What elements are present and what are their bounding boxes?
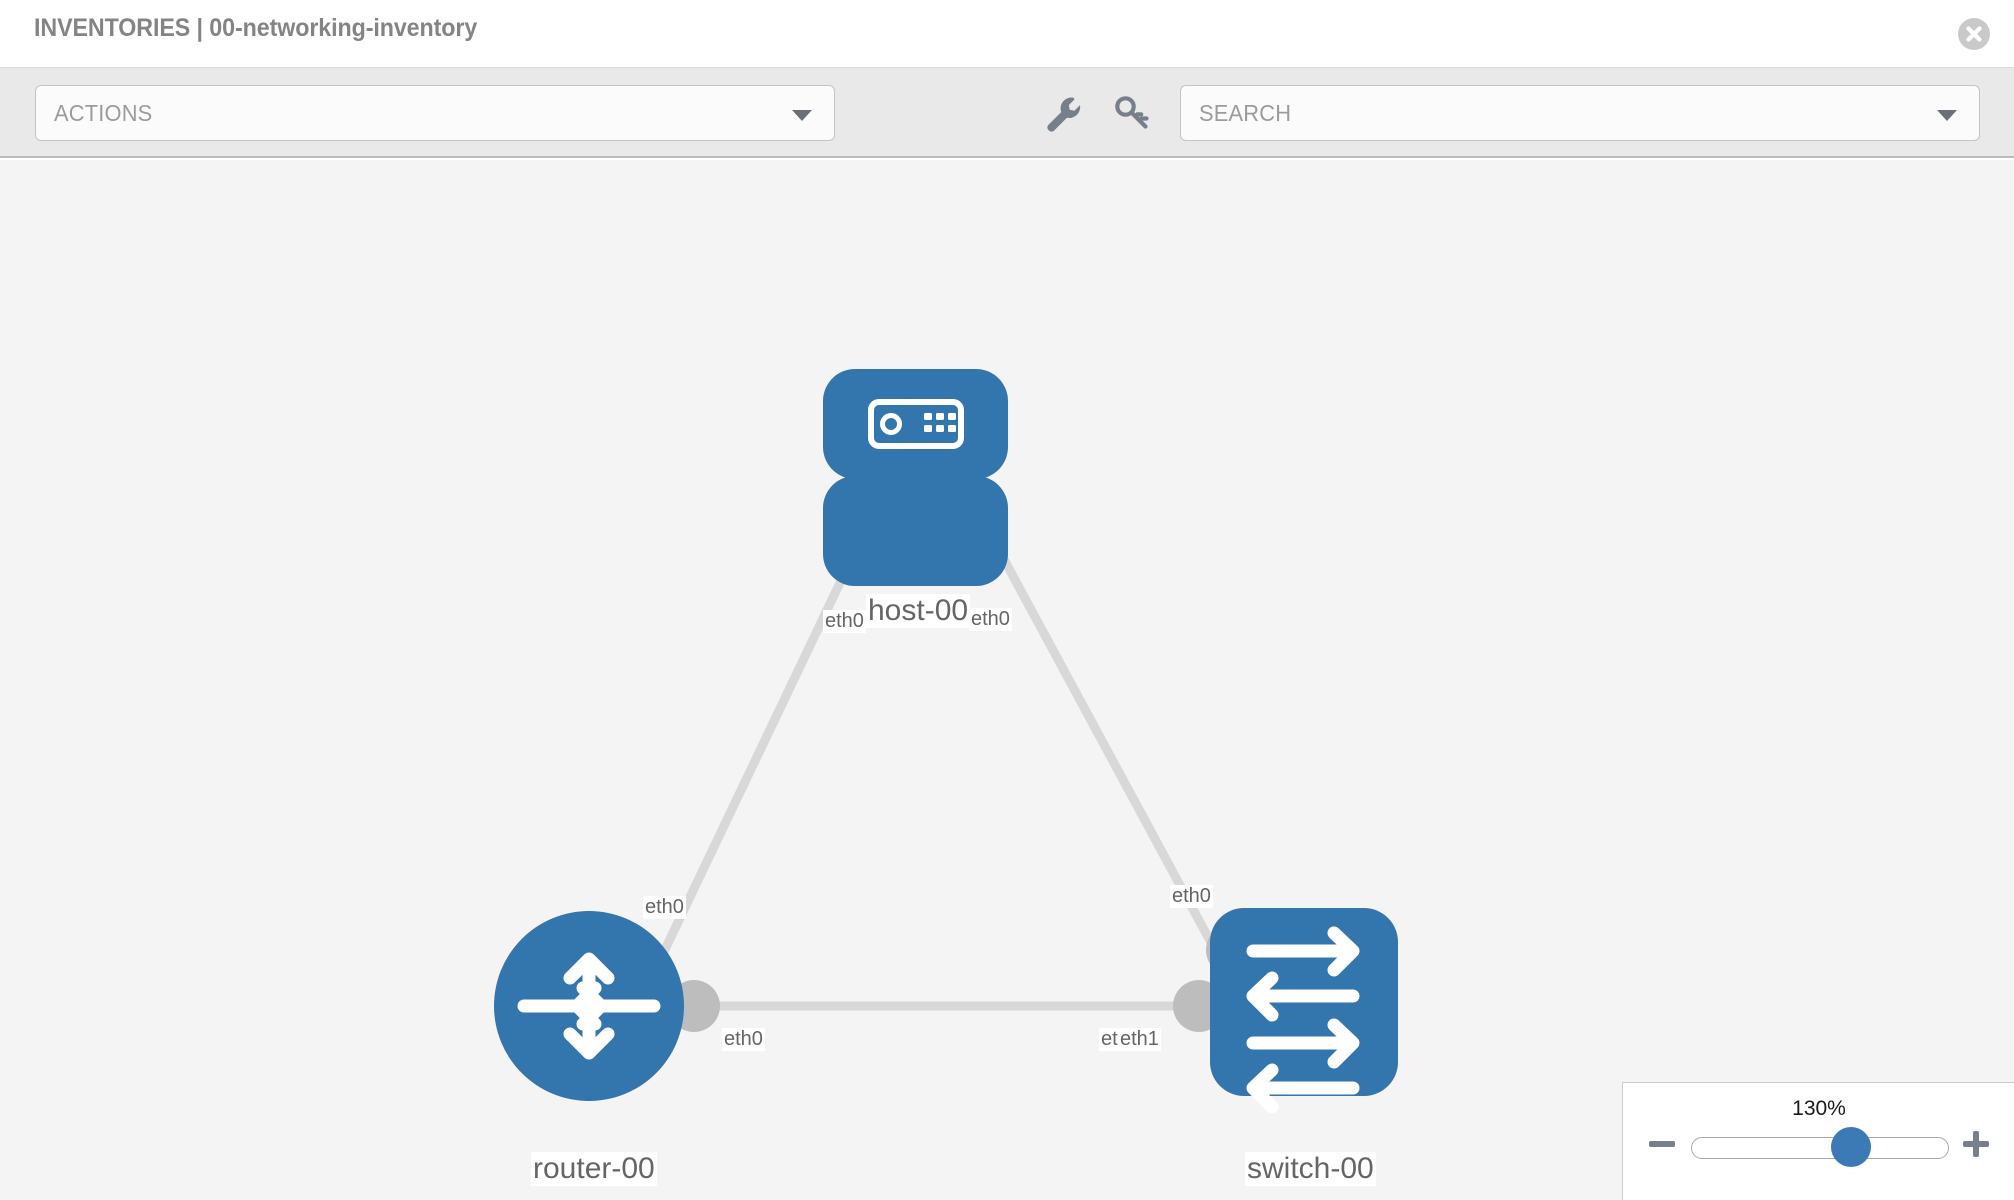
plus-icon bbox=[1963, 1131, 1989, 1157]
actions-dropdown[interactable]: ACTIONS bbox=[35, 85, 835, 141]
node-router-00[interactable] bbox=[494, 911, 684, 1101]
node-label-switch-00: switch-00 bbox=[1245, 1152, 1376, 1186]
chevron-down-icon bbox=[1937, 110, 1957, 121]
edge-label-switch-up: eth0 bbox=[1170, 885, 1213, 908]
edge-label-host-right: eth0 bbox=[969, 608, 1012, 631]
topology-canvas[interactable]: eth0 host-00 eth0 eth0 eth0 eth0 eth0 et… bbox=[0, 160, 2014, 1200]
actions-dropdown-label: ACTIONS bbox=[54, 100, 153, 126]
search-placeholder: SEARCH bbox=[1199, 100, 1292, 126]
edge-label-router-right: eth0 bbox=[722, 1028, 765, 1051]
edge-label-router-up: eth0 bbox=[643, 896, 686, 919]
search-input[interactable]: SEARCH bbox=[1180, 85, 1980, 141]
minus-icon bbox=[1649, 1141, 1675, 1147]
edge-label-switch-eth1: eth1 bbox=[1118, 1028, 1161, 1051]
zoom-in-button[interactable] bbox=[1959, 1127, 1993, 1161]
close-icon[interactable] bbox=[1958, 18, 1990, 50]
server-icon bbox=[868, 399, 964, 449]
zoom-slider-track[interactable] bbox=[1691, 1137, 1949, 1159]
zoom-slider-thumb[interactable] bbox=[1830, 1127, 1871, 1167]
node-switch-00[interactable] bbox=[1210, 908, 1398, 1114]
page-title: INVENTORIES | 00-networking-inventory bbox=[34, 14, 478, 42]
router-arrows-icon bbox=[517, 952, 661, 1060]
node-label-router-00: router-00 bbox=[531, 1152, 657, 1186]
node-label-host-00: host-00 bbox=[866, 594, 971, 628]
page-header: INVENTORIES | 00-networking-inventory bbox=[0, 0, 2014, 68]
key-icon[interactable] bbox=[1110, 90, 1156, 136]
chevron-down-icon bbox=[792, 110, 812, 121]
zoom-control-panel: 130% bbox=[1622, 1082, 2014, 1200]
edge-label-host-left: eth0 bbox=[823, 610, 866, 633]
zoom-level-value: 130% bbox=[1792, 1097, 1846, 1120]
wrench-icon[interactable] bbox=[1040, 90, 1086, 136]
switch-arrows-icon bbox=[1246, 926, 1360, 1114]
node-host-00[interactable] bbox=[823, 369, 1008, 586]
topology-graph[interactable] bbox=[0, 160, 2014, 1200]
zoom-out-button[interactable] bbox=[1645, 1127, 1679, 1161]
